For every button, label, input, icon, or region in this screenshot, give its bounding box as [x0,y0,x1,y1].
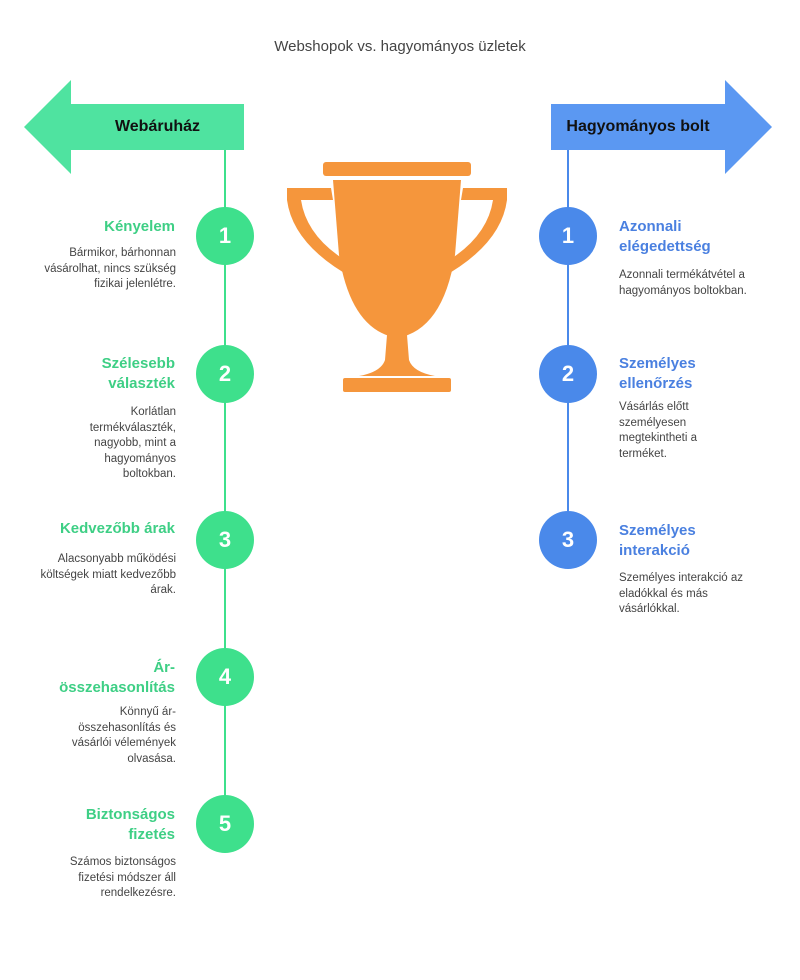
left-arrow-shape [24,80,244,174]
right-step-2-desc: Vásárlás előtt személyesen megtekintheti… [619,401,697,460]
left-timeline-line [224,150,226,826]
left-step-5-title: Biztonságos fizetés [85,806,175,843]
hagyomanyos-bolt-header: Hagyományos bolt [566,118,710,135]
trophy-icon [287,162,507,392]
right-step-1-number: 1 [539,207,597,265]
right-step-3-number: 3 [539,511,597,569]
right-step-3-desc: Személyes interakció az eladókkal és más… [619,572,743,615]
diagram-title: Webshopok vs. hagyományos üzletek [274,38,526,55]
hagyomanyos-bolt-arrow: Hagyományos bolt [551,80,773,174]
left-step-3-number: 3 [196,511,254,569]
left-step-2-desc: Korlátlan termékválaszték, nagyobb, mint… [89,406,176,480]
left-step-4-desc: Könnyű ár-összehasonlítás és vásárlói vé… [71,706,176,765]
webaruhaz-header: Webáruház [114,118,201,135]
right-step-1-desc: Azonnali termékátvétel a hagyományos bol… [619,269,747,297]
left-step-1-title: Kényelem [104,218,175,235]
right-step-2-number: 2 [539,345,597,403]
left-step-1-desc: Bármikor, bárhonnan vásárolhat, nincs sz… [44,247,176,290]
left-step-4-title: Ár-összehasonlítás [59,659,175,696]
left-step-2-number: 2 [196,345,254,403]
right-arrow-shape [551,80,772,174]
left-step-4-number: 4 [196,648,254,706]
right-step-3-title: Személyes interakció [619,522,696,559]
left-step-1-number: 1 [196,207,254,265]
left-step-5-desc: Számos biztonságos fizetési módszer áll … [69,856,176,899]
right-step-1-title: Azonnali elégedettség [619,218,711,255]
right-step-2-title: Személyes ellenőrzés [619,355,696,392]
webaruhaz-arrow: Webáruház [24,80,246,174]
left-step-3-title: Kedvezőbb árak [59,520,175,537]
left-step-3-desc: Alacsonyabb működési költségek miatt ked… [40,553,176,596]
left-step-5-number: 5 [196,795,254,853]
left-step-2-title: Szélesebb választék [101,355,175,392]
